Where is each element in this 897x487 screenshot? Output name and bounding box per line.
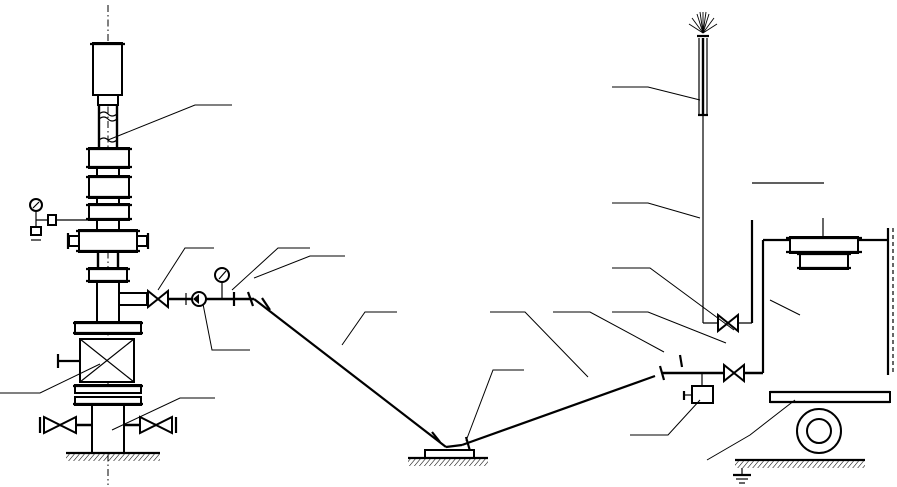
- pipe-support: [424, 449, 475, 459]
- ground-hatch-trailer: [735, 461, 865, 468]
- leader-support: [465, 369, 524, 442]
- drain-box: [691, 385, 714, 404]
- leader-gauge: [231, 247, 310, 291]
- casing-valve-right-icon: [139, 415, 173, 435]
- trailer-frame: [769, 391, 891, 403]
- leader-trailer: [706, 399, 796, 461]
- leader-casing-head: [111, 397, 215, 431]
- inlet-valve-icon: [723, 362, 745, 384]
- earth-ground-icon: [733, 468, 751, 484]
- flare-valve-icon: [717, 312, 739, 334]
- leader-check-valve: [202, 303, 250, 351]
- leader-flare-pipe: [612, 202, 701, 219]
- wellhead-assembly: [29, 5, 178, 485]
- leader-lines: [0, 86, 801, 461]
- flare-flame-icon: [688, 11, 718, 34]
- leader-bop: [0, 363, 101, 394]
- leader-joint: [253, 255, 345, 279]
- tank-lid: [789, 236, 859, 254]
- leader-outlet-valve: [157, 247, 214, 291]
- leader-lubricator: [107, 104, 232, 141]
- leader-flow-line: [341, 311, 397, 346]
- leader-inlet: [612, 311, 727, 344]
- casing-valve-left-icon: [43, 415, 77, 435]
- flow-line: [253, 297, 684, 466]
- ground-hatch-wellhead: [66, 454, 160, 461]
- lubricator-top: [92, 42, 123, 96]
- ground-hatch-support: [408, 459, 488, 466]
- outlet-line: [147, 267, 255, 310]
- leader-tank: [769, 299, 801, 316]
- leader-drain: [630, 399, 701, 436]
- leader-flow-line-2: [490, 311, 589, 378]
- separator-assembly: [662, 11, 894, 484]
- outlet-valve-icon: [147, 288, 169, 310]
- leader-joint-2: [553, 311, 665, 353]
- leader-flare-stack: [612, 86, 701, 101]
- leader-flare-valve: [612, 267, 735, 331]
